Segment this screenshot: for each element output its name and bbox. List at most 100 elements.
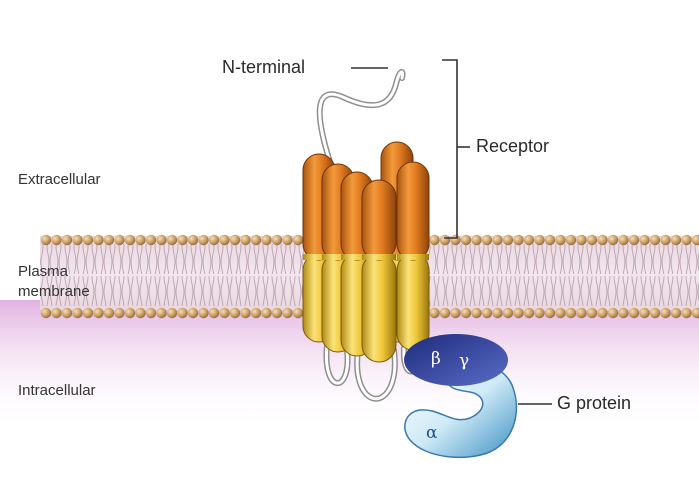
lipid-head [576, 235, 586, 245]
lipid-head [629, 235, 639, 245]
lipid-head [230, 235, 240, 245]
beta-subunit-label: β [431, 349, 441, 369]
lipid-head [51, 235, 61, 245]
extracellular-label: Extracellular [18, 171, 101, 188]
lipid-head [534, 235, 544, 245]
lipid-head [198, 308, 208, 318]
lipid-head [618, 235, 628, 245]
lipid-head [450, 235, 460, 245]
lipid-head [660, 308, 670, 318]
lipid-head [576, 308, 586, 318]
receptor-label: Receptor [476, 136, 549, 157]
lipid-head [293, 308, 303, 318]
lipid-head [660, 235, 670, 245]
lipid-head [650, 308, 660, 318]
lipid-head [146, 235, 156, 245]
lipid-head [230, 308, 240, 318]
lipid-head [209, 308, 219, 318]
lipid-head [198, 235, 208, 245]
lipid-head [482, 235, 492, 245]
lipid-head [72, 308, 82, 318]
lipid-head [513, 235, 523, 245]
lipid-head [587, 235, 597, 245]
lipid-head [83, 235, 93, 245]
gamma-subunit-label: γ [459, 351, 469, 371]
lipid-head [608, 235, 618, 245]
lipid-head [261, 308, 271, 318]
lipid-head [650, 235, 660, 245]
lipid-head [72, 235, 82, 245]
lipid-head [555, 235, 565, 245]
lipid-head [167, 235, 177, 245]
lipid-head [503, 235, 513, 245]
lipid-head [555, 308, 565, 318]
lipid-head [177, 308, 187, 318]
lipid-head [639, 308, 649, 318]
lipid-head [209, 235, 219, 245]
lipid-head [524, 308, 534, 318]
lipid-head [282, 235, 292, 245]
alpha-subunit-label: α [426, 423, 437, 443]
lipid-head [114, 308, 124, 318]
lipid-head [440, 235, 450, 245]
lipid-head [293, 235, 303, 245]
lipid-head [62, 308, 72, 318]
lipid-head [471, 235, 481, 245]
lipid-head [618, 308, 628, 318]
lipid-head [471, 308, 481, 318]
lipid-head [41, 308, 51, 318]
lipid-head [587, 308, 597, 318]
lipid-head [545, 308, 555, 318]
lipid-head [188, 308, 198, 318]
lipid-head [440, 308, 450, 318]
lipid-head [240, 235, 250, 245]
lipid-head [492, 308, 502, 318]
lipid-head [566, 235, 576, 245]
lipid-head [125, 235, 135, 245]
lipid-head [639, 235, 649, 245]
lipid-head [188, 235, 198, 245]
lipid-head [167, 308, 177, 318]
lipid-head [681, 308, 691, 318]
lipid-head [104, 235, 114, 245]
intracellular-label: Intracellular [18, 382, 96, 399]
lipid-head [93, 235, 103, 245]
g-beta-gamma-subunit [404, 334, 508, 386]
transmembrane-helix [362, 180, 396, 362]
lipid-head [93, 308, 103, 318]
lipid-head [629, 308, 639, 318]
lipid-head [125, 308, 135, 318]
lipid-head [566, 308, 576, 318]
lipid-head [135, 235, 145, 245]
lipid-head [51, 308, 61, 318]
n-terminal-label: N-terminal [222, 57, 305, 78]
lipid-head [671, 235, 681, 245]
lipid-head [482, 308, 492, 318]
lipid-head [492, 235, 502, 245]
lipid-head [282, 308, 292, 318]
lipid-head [261, 235, 271, 245]
lipid-head [240, 308, 250, 318]
lipid-head [429, 308, 439, 318]
lipid-head [62, 235, 72, 245]
receptor-helices [303, 142, 429, 362]
lipid-head [534, 308, 544, 318]
lipid-head [597, 235, 607, 245]
lipid-head [146, 308, 156, 318]
g-protein-label: G protein [557, 393, 631, 414]
transmembrane-helix [397, 162, 429, 350]
lipid-head [681, 235, 691, 245]
lipid-head [104, 308, 114, 318]
lipid-head [272, 235, 282, 245]
lipid-head [251, 235, 261, 245]
lipid-head [450, 308, 460, 318]
lipid-head [524, 235, 534, 245]
lipid-head [513, 308, 523, 318]
plasma-membrane-label-line1: Plasma [18, 263, 68, 280]
lipid-head [671, 308, 681, 318]
lipid-head [177, 235, 187, 245]
plasma-membrane-label-line2: membrane [18, 283, 90, 300]
lipid-head [135, 308, 145, 318]
